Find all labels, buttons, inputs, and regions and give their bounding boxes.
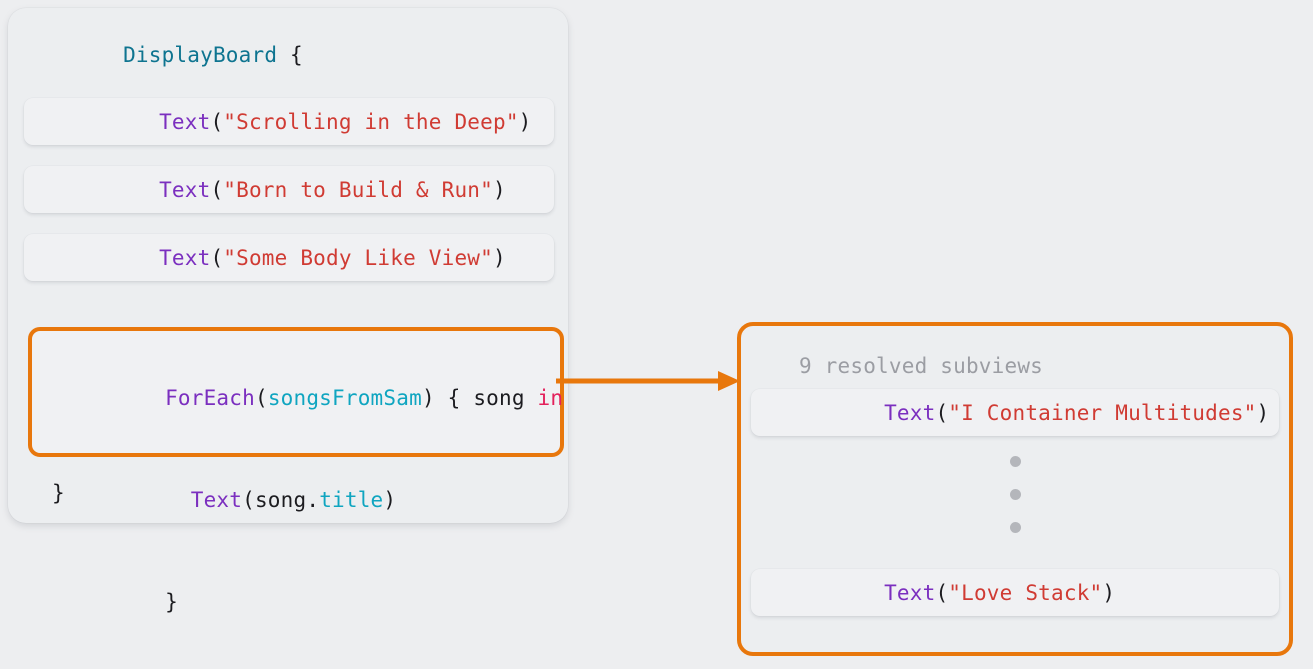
closure-parameter: song (473, 386, 525, 410)
open-paren: ( (254, 386, 268, 410)
view-name: Text (190, 488, 243, 512)
resolved-subviews-panel: 9 resolved subviews Text("I Container Mu… (737, 322, 1293, 656)
open-paren: ( (242, 488, 255, 512)
close-paren: ) (493, 245, 506, 270)
string-literal: "I Container Multitudes" (948, 400, 1257, 425)
resolved-subview-row[interactable]: Text("Love Stack") (751, 569, 1279, 616)
string-literal: "Some Body Like View" (223, 245, 493, 270)
view-name: Text (159, 177, 211, 202)
ellipsis-dot (1009, 456, 1021, 467)
declaration-open-brace: { (277, 43, 303, 67)
resolved-subview-count: 9 resolved subviews (799, 354, 1044, 378)
close-paren: ) (1102, 580, 1116, 605)
static-text-row[interactable]: Text("Some Body Like View") (24, 234, 554, 281)
body-closing-brace: } (52, 481, 65, 505)
resolution-arrow-icon (556, 368, 740, 394)
foreach-line-3: } (88, 551, 560, 653)
string-literal: "Born to Build & Run" (223, 177, 493, 202)
ellipsis-dot (1009, 522, 1021, 533)
close-paren: ) (421, 386, 435, 410)
view-name: Text (884, 400, 936, 425)
property-name: title (319, 488, 384, 512)
static-text-row[interactable]: Text("Born to Build & Run") (24, 166, 554, 213)
property-base: song. (254, 488, 320, 512)
closure-close-brace: } (165, 590, 178, 614)
collection-identifier: songsFromSam (267, 386, 422, 410)
foreach-highlight-block[interactable]: ForEach(songsFromSam) { song in Text(son… (28, 327, 564, 614)
view-name: Text (159, 109, 211, 134)
close-paren: ) (383, 488, 397, 512)
type-name: DisplayBoard (123, 43, 278, 67)
foreach-keyword: ForEach (165, 386, 255, 410)
open-paren: ( (210, 177, 224, 202)
close-paren: ) (518, 109, 532, 134)
source-code-card: DisplayBoard { Text("Scrolling in the De… (8, 8, 568, 614)
foreach-line-2: Text(song.title) (88, 449, 560, 551)
declaration-line: DisplayBoard { (46, 38, 303, 72)
closure-open-brace: { (434, 386, 474, 410)
resolved-subview-row[interactable]: Text("I Container Multitudes") (751, 389, 1279, 436)
indent (165, 488, 191, 512)
open-paren: ( (210, 245, 224, 270)
close-paren: ) (493, 177, 506, 202)
foreach-line-1: ForEach(songsFromSam) { song in (88, 347, 563, 449)
open-paren: ( (210, 109, 224, 134)
string-literal: "Scrolling in the Deep" (223, 109, 519, 134)
view-name: Text (159, 245, 211, 270)
in-keyword: in (524, 386, 564, 410)
string-literal: "Love Stack" (948, 580, 1103, 605)
vertical-ellipsis-icon (741, 456, 1289, 533)
close-paren: ) (1256, 400, 1270, 425)
open-paren: ( (935, 580, 949, 605)
ellipsis-dot (1009, 489, 1021, 500)
view-name: Text (884, 580, 936, 605)
static-text-row[interactable]: Text("Scrolling in the Deep") (24, 98, 554, 145)
open-paren: ( (935, 400, 949, 425)
